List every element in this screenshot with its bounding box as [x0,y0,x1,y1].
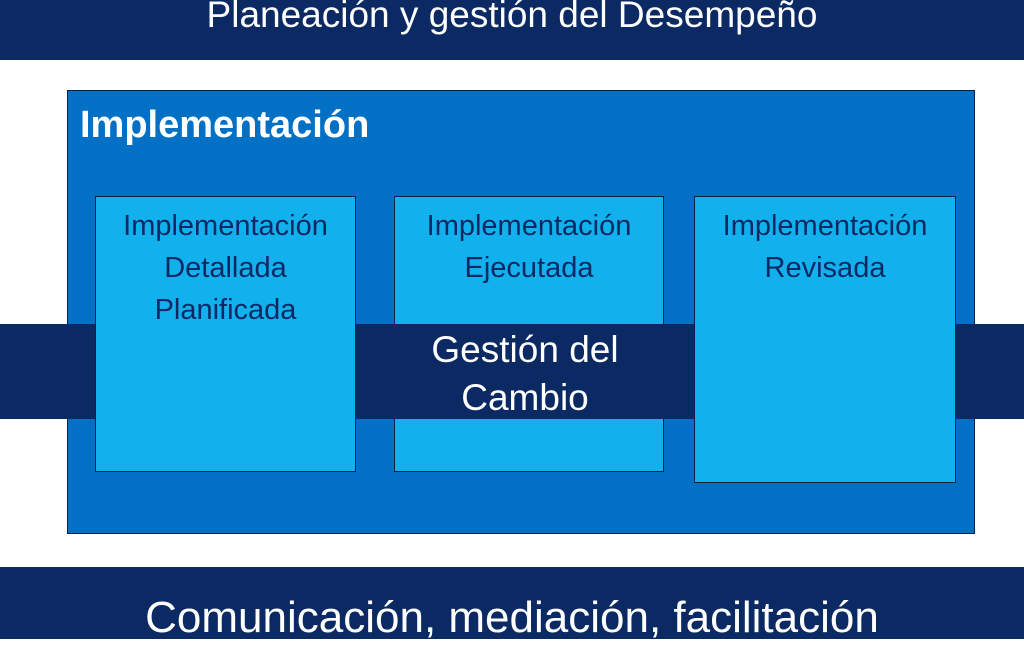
footer-band [0,567,1024,639]
footer-title: Comunicación, mediación, facilitación [145,593,879,642]
header-band [0,0,1024,60]
panel-title: Implementación [80,104,370,146]
header-title: Planeación y gestión del Desempeño [206,0,818,35]
change-management-center [356,324,694,419]
